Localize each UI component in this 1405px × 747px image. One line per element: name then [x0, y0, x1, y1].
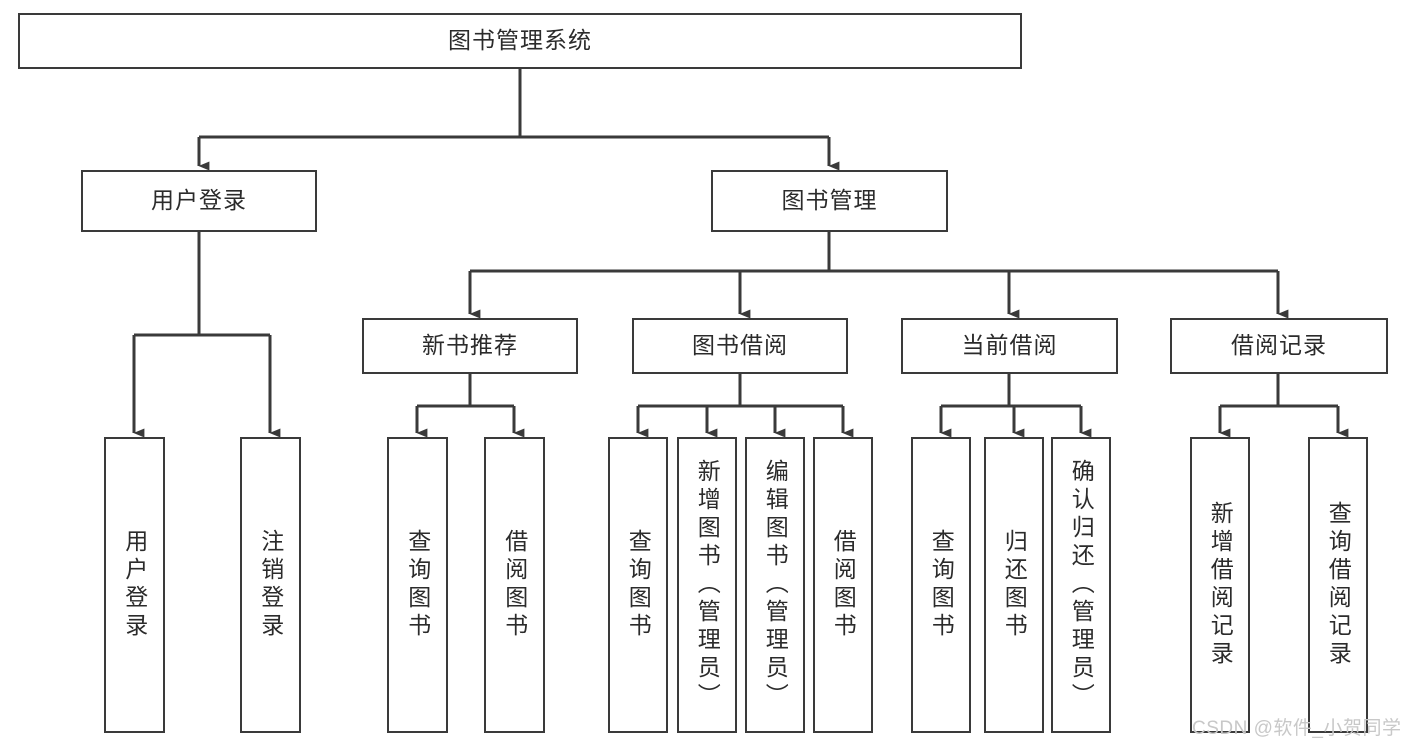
node-book-borrow[interactable]: 图书借阅 [632, 318, 848, 374]
node-book-manage[interactable]: 图书管理 [711, 170, 948, 232]
node-new-book-recommend[interactable]: 新书推荐 [362, 318, 578, 374]
node-user-login[interactable]: 用户登录 [81, 170, 317, 232]
leaf-query-book-borrow[interactable]: 查询图书 [608, 437, 668, 733]
node-root[interactable]: 图书管理系统 [18, 13, 1022, 69]
leaf-add-book-admin[interactable]: 新增图书（管理员） [677, 437, 737, 733]
leaf-logout[interactable]: 注销登录 [240, 437, 301, 733]
leaf-edit-book-admin[interactable]: 编辑图书（管理员） [745, 437, 805, 733]
leaf-borrow-book[interactable]: 借阅图书 [813, 437, 873, 733]
leaf-borrow-book-recommend[interactable]: 借阅图书 [484, 437, 545, 733]
leaf-query-book-recommend[interactable]: 查询图书 [387, 437, 448, 733]
leaf-confirm-return-admin[interactable]: 确认归还（管理员） [1051, 437, 1111, 733]
leaf-add-borrow-record[interactable]: 新增借阅记录 [1190, 437, 1250, 733]
leaf-return-book[interactable]: 归还图书 [984, 437, 1044, 733]
leaf-user-login[interactable]: 用户登录 [104, 437, 165, 733]
node-borrow-record[interactable]: 借阅记录 [1170, 318, 1388, 374]
leaf-query-book-current[interactable]: 查询图书 [911, 437, 971, 733]
node-current-borrow[interactable]: 当前借阅 [901, 318, 1118, 374]
leaf-query-borrow-record[interactable]: 查询借阅记录 [1308, 437, 1368, 733]
